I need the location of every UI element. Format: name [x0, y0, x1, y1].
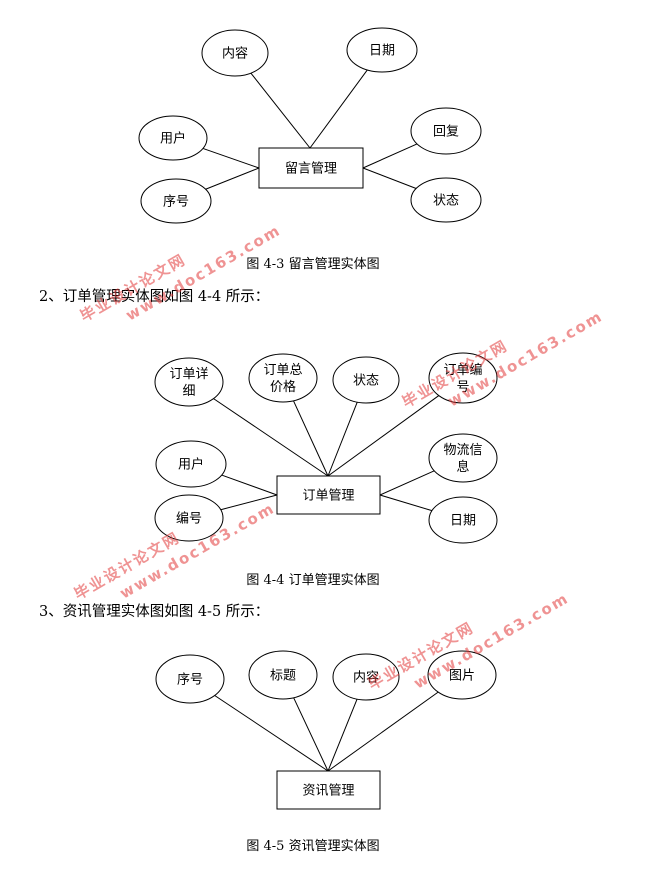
relation-line	[293, 697, 329, 772]
attribute-ellipse	[155, 654, 225, 704]
attribute-ellipse	[332, 356, 400, 404]
attribute-label: 图片	[449, 669, 475, 684]
attribute-ellipse	[428, 496, 498, 544]
section-intro-text: 2、订单管理实体图如图 4-4 所示：	[39, 288, 269, 305]
relation-line	[309, 69, 368, 149]
attribute-label: 内容	[353, 670, 379, 686]
attribute-label: 编号	[176, 512, 202, 527]
relation-line	[327, 691, 439, 772]
attribute-label: 用户	[160, 131, 186, 147]
relation-line	[327, 401, 358, 477]
attribute-label: 日期	[369, 44, 395, 59]
relation-line	[362, 143, 418, 169]
figure-caption: 图 4-4 订单管理实体图	[246, 573, 379, 588]
relation-line	[214, 695, 329, 772]
relation-line	[293, 400, 329, 477]
figure-caption: 图 4-3 留言管理实体图	[246, 257, 379, 272]
attribute-ellipse	[410, 107, 482, 155]
attribute-ellipse	[155, 440, 227, 488]
entity-box	[276, 770, 381, 810]
relation-line	[221, 474, 278, 496]
attribute-ellipse	[201, 29, 269, 77]
attribute-ellipse	[428, 352, 498, 404]
attribute-label: 状态	[433, 194, 459, 209]
relation-line	[202, 147, 260, 169]
figure-caption: 图 4-5 资讯管理实体图	[246, 839, 379, 854]
attribute-label: 订单编号	[443, 363, 482, 395]
entity-box	[258, 147, 364, 189]
relation-line	[213, 398, 329, 477]
attribute-label: 日期	[450, 514, 476, 529]
attribute-ellipse	[154, 357, 224, 407]
attribute-label: 内容	[222, 46, 248, 62]
relation-line	[379, 470, 435, 496]
attribute-ellipse	[332, 653, 400, 701]
attribute-label: 物流信息	[443, 443, 482, 475]
attribute-ellipse	[248, 353, 318, 403]
entity-box	[276, 475, 381, 515]
attribute-label: 序号	[177, 673, 203, 688]
relation-line	[327, 698, 358, 772]
entity-label: 资讯管理	[302, 784, 354, 799]
attribute-ellipse	[346, 27, 418, 73]
attribute-label: 订单总价格	[263, 363, 302, 395]
attribute-ellipse	[138, 115, 208, 161]
attribute-label: 订单详细	[169, 367, 208, 399]
attribute-label: 标题	[270, 669, 296, 684]
relation-line	[250, 72, 311, 149]
attribute-ellipse	[248, 650, 318, 700]
entity-label: 留言管理	[285, 162, 337, 177]
attribute-ellipse	[410, 177, 482, 223]
entity-label: 订单管理	[302, 489, 354, 504]
section-intro-text: 3、资讯管理实体图如图 4-5 所示：	[39, 603, 269, 620]
attribute-label: 状态	[353, 374, 379, 389]
relation-line	[327, 395, 440, 477]
attribute-label: 回复	[433, 125, 459, 140]
attribute-ellipse	[154, 494, 224, 542]
relation-line	[379, 494, 433, 512]
relation-line	[205, 167, 260, 190]
relation-line	[362, 167, 417, 189]
attribute-label: 用户	[178, 457, 204, 473]
attribute-ellipse	[140, 178, 212, 224]
attribute-ellipse	[427, 650, 497, 700]
attribute-label: 序号	[163, 195, 189, 210]
relation-line	[220, 494, 278, 511]
attribute-ellipse	[428, 433, 498, 483]
